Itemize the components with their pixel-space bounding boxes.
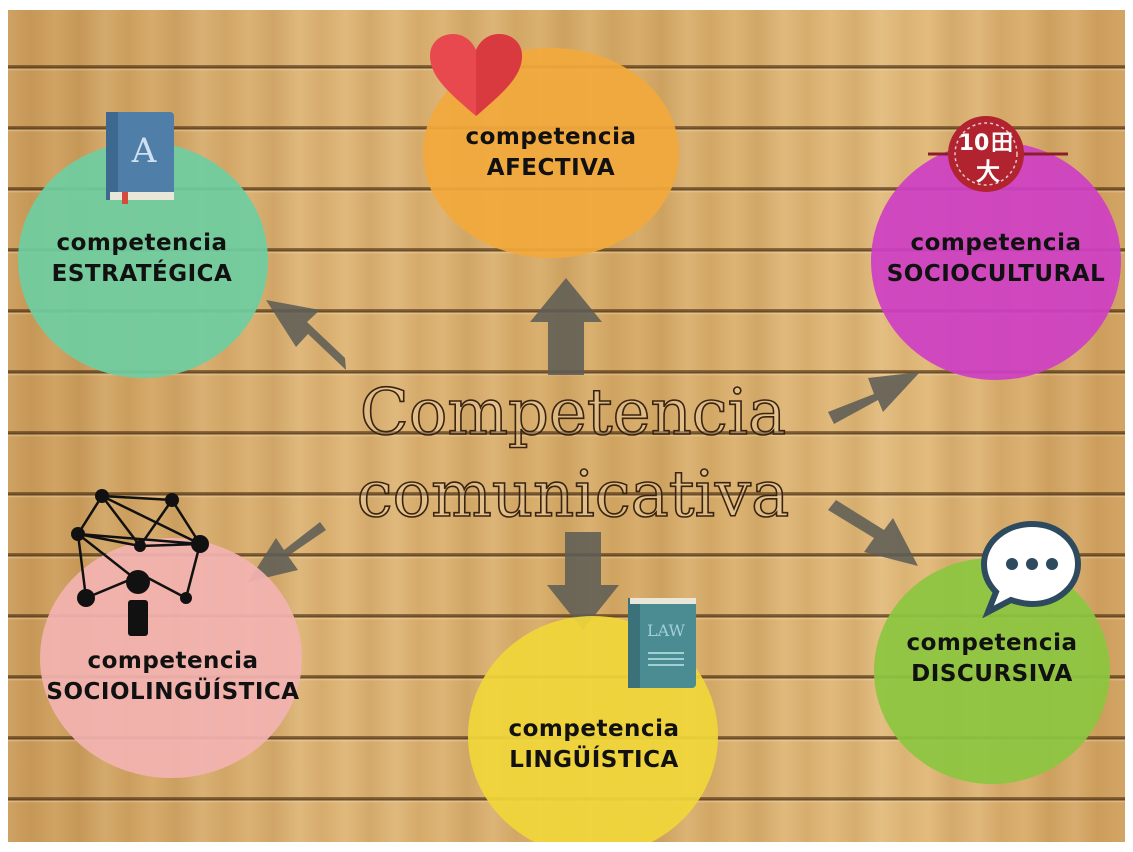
label-sociocultural: competencia SOCIOCULTURAL: [871, 228, 1121, 290]
label-estrategica-line2: ESTRATÉGICA: [51, 261, 233, 287]
wood-background: Competencia comunicativa competencia AFE…: [8, 10, 1125, 842]
arrow-to-linguistica: [547, 532, 619, 630]
label-sociolinguistica-line2: SOCIOLINGÜÍSTICA: [46, 679, 300, 705]
label-estrategica: competencia ESTRATÉGICA: [22, 228, 262, 290]
seal-char-3: 大: [976, 158, 1000, 186]
arrow-to-discursiva: [828, 500, 918, 566]
arrow-to-sociocultural: [828, 372, 920, 424]
label-linguistica-line2: LINGÜÍSTICA: [509, 747, 679, 773]
law-book-text: LAW: [647, 621, 686, 640]
label-sociocultural-line1: competencia: [910, 230, 1082, 256]
label-discursiva: competencia DISCURSIVA: [874, 628, 1110, 690]
arrow-to-estrategica: [266, 300, 346, 370]
label-sociocultural-line2: SOCIOCULTURAL: [886, 261, 1106, 287]
arrow-to-sociolinguistica: [248, 522, 326, 582]
label-linguistica: competencia LINGÜÍSTICA: [476, 714, 712, 776]
network-person-icon: [71, 489, 209, 636]
label-afectiva-line1: competencia: [465, 124, 637, 150]
central-title: Competencia comunicativa: [308, 372, 838, 536]
label-discursiva-line2: DISCURSIVA: [911, 661, 1073, 687]
label-afectiva-line2: AFECTIVA: [486, 155, 616, 181]
heart-icon: [430, 34, 522, 116]
label-sociolinguistica-line1: competencia: [87, 648, 259, 674]
seal-char-1: 10: [959, 131, 990, 156]
chinese-seal-icon: 10 田 大: [928, 116, 1068, 192]
seal-char-2: 田: [991, 131, 1013, 156]
arrows-layer: [248, 278, 920, 630]
label-discursiva-line1: competencia: [906, 630, 1078, 656]
label-sociolinguistica: competencia SOCIOLINGÜÍSTICA: [42, 646, 304, 708]
speech-bubble-icon: [980, 520, 1082, 618]
book-icon: A: [106, 112, 174, 204]
book-letter: A: [131, 131, 157, 171]
label-linguistica-line1: competencia: [508, 716, 680, 742]
label-estrategica-line1: competencia: [56, 230, 228, 256]
arrow-to-afectiva: [530, 278, 602, 375]
label-afectiva: competencia AFECTIVA: [428, 122, 674, 184]
law-book-icon: LAW: [628, 598, 696, 688]
central-title-line1: Competencia: [359, 375, 787, 451]
central-title-line2: comunicativa: [356, 457, 790, 533]
